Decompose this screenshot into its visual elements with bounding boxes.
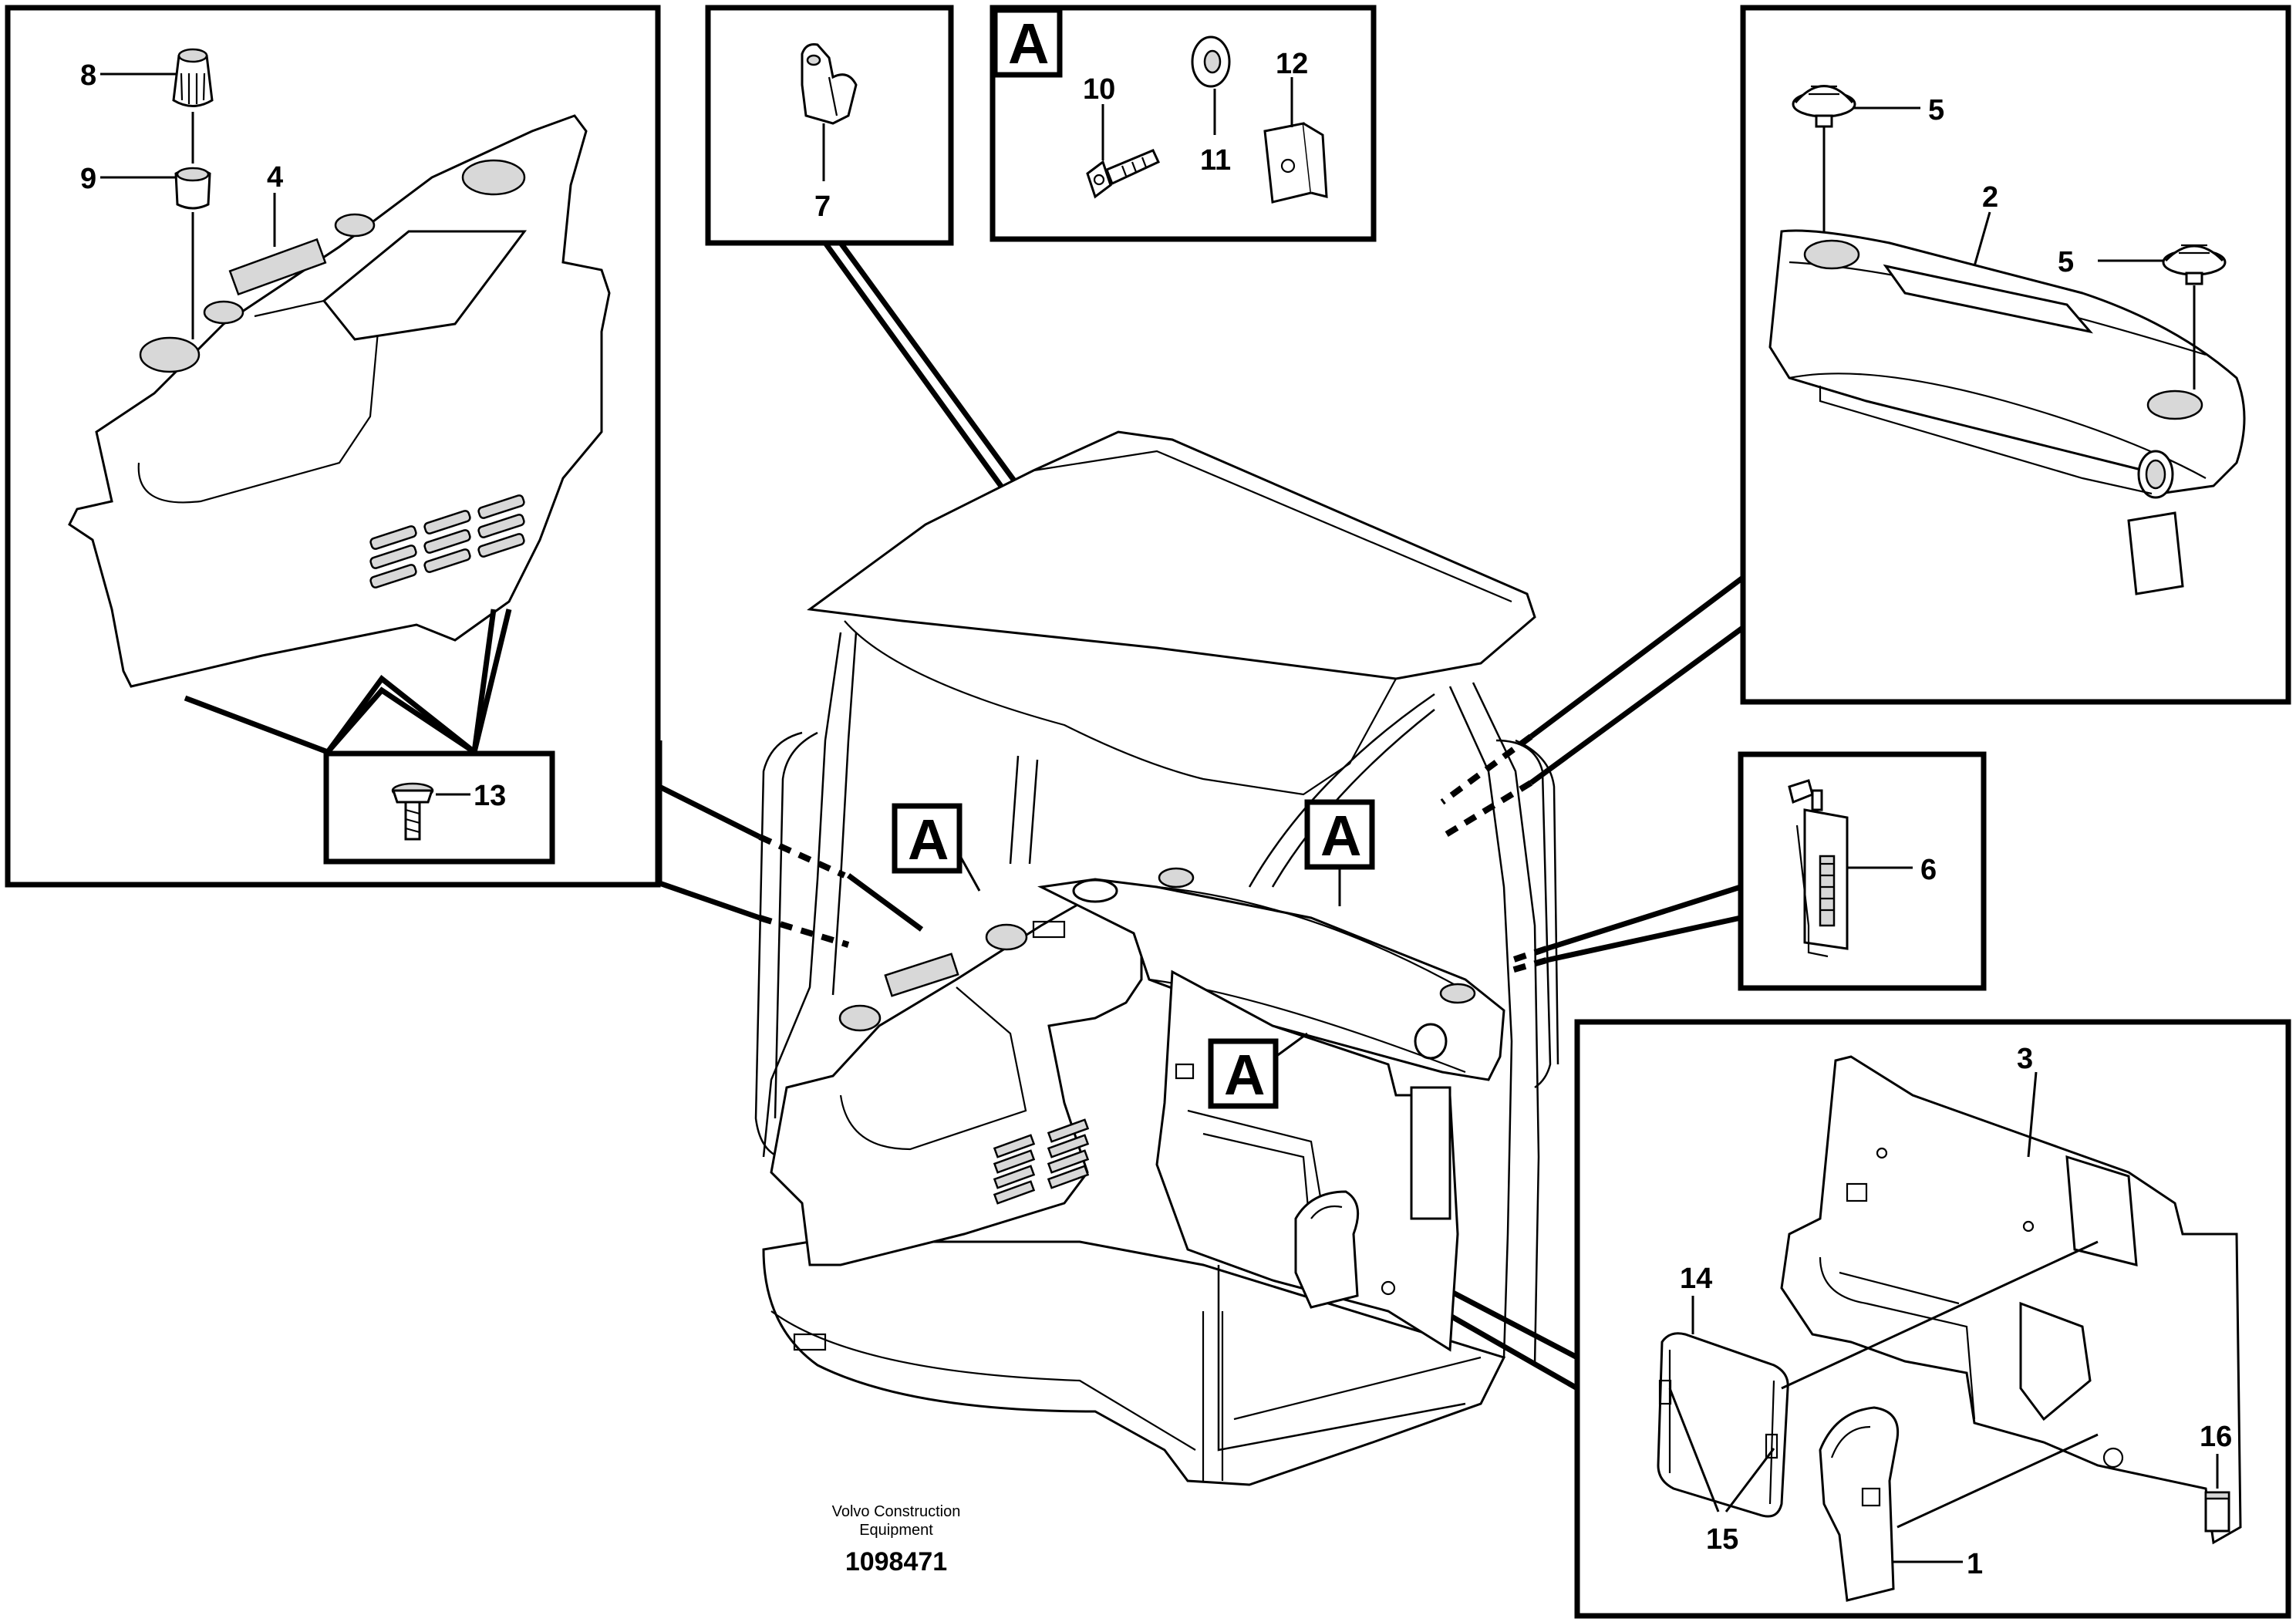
cab-assembly [754,430,1559,1486]
part-10-screw [1086,149,1160,199]
part-12-clip-nut [1263,122,1328,204]
cab-tag-left: A [908,808,949,872]
cab-view-tags: A A A [892,799,1375,1109]
part-14-cover [1657,1332,1789,1518]
callout-14: 14 [1680,1263,1712,1295]
part-5-cap-right [2162,244,2227,285]
callout-2: 2 [1982,181,1998,214]
callout-5-right: 5 [2058,246,2074,278]
company-name-line1: Volvo Construction [832,1503,961,1520]
callout-4: 4 [267,161,283,194]
cab-vent-grille [993,1118,1090,1205]
drawing-number: 1098471 [845,1547,947,1576]
part-16-pad [2204,1491,2230,1533]
callout-6: 6 [1920,854,1937,886]
callout-12: 12 [1276,48,1308,80]
cab-tag-lower: A [1224,1043,1265,1107]
callout-9: 9 [80,163,96,195]
inset-tag-A: A [1008,12,1049,76]
callout-8: 8 [80,59,96,92]
inset-left-dash: 8 9 4 13 [5,5,661,888]
cab-left-dash-panel [770,885,1143,1266]
part-13-screw [391,782,434,841]
cab-tag-center: A [1320,804,1361,868]
inset-latch-6: 6 [1738,751,1987,991]
inset-rear-panel: 3 14 15 1 16 [1574,1019,2291,1619]
part-1-lever [1819,1406,1900,1602]
callout-1: 1 [1967,1548,1983,1580]
inset-top-console: 5 2 5 [1740,5,2291,705]
part-6-latch [1788,779,1849,958]
callout-5-top: 5 [1928,94,1944,126]
part-8-knob [172,48,214,107]
inset-clip-7: 7 [705,5,954,246]
callout-3: 3 [2017,1043,2033,1075]
inset-tag-box [992,7,1063,78]
cab-roof [807,430,1536,680]
callout-16: 16 [2200,1421,2232,1453]
callout-11: 11 [1200,144,1231,177]
callout-10: 10 [1083,73,1115,106]
drawing-footer: Volvo Construction Equipment 1098471 [832,1503,961,1576]
part-7-clip [801,43,858,125]
callout-13: 13 [474,780,506,812]
part-9-bezel [174,167,211,210]
company-name-line2: Equipment [859,1522,933,1539]
inset-fasteners-A: A 10 11 12 [990,5,1377,242]
part-13-callout-box [323,750,555,865]
callout-15: 15 [1706,1523,1738,1556]
part-11-washer [1191,35,1231,88]
part-5-cap-top [1792,85,1856,128]
callout-7: 7 [814,191,831,223]
part-4-vent-grille [369,494,525,588]
